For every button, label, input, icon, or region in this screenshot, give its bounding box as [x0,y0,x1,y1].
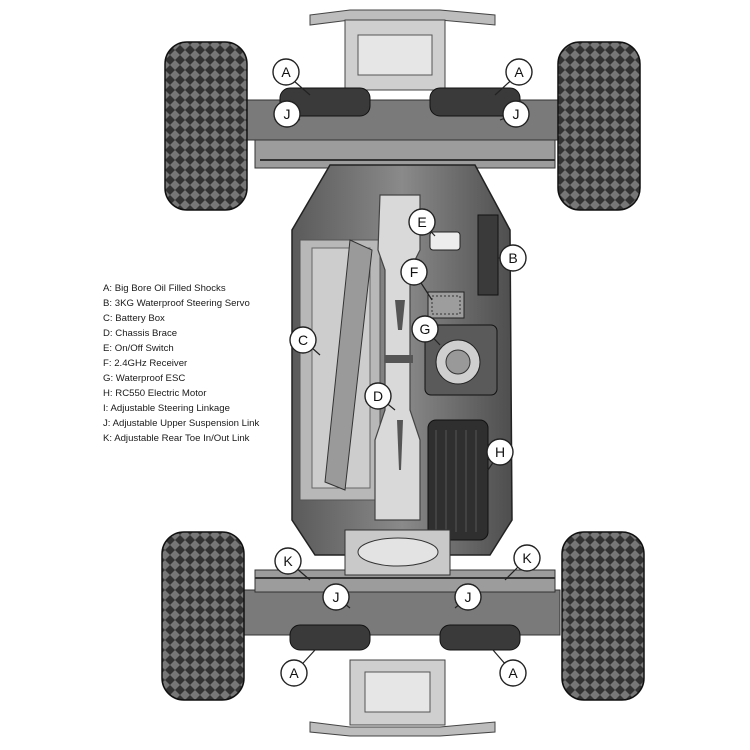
receiver [427,291,465,319]
callout-c: C [289,326,317,354]
svg-text:A: A [514,64,524,80]
callout-a-front-left: A [272,58,300,86]
tire-rear-left [161,531,245,701]
legend-item-j: J: Adjustable Upper Suspension Link [103,418,260,429]
svg-text:H: H [495,444,505,460]
legend-item-c: C: Battery Box [103,313,165,324]
svg-text:D: D [373,388,383,404]
callout-j-rear-left: J [322,583,350,611]
legend-item-e: E: On/Off Switch [103,343,174,354]
callout-h: H [486,438,514,466]
rear-suspension [239,569,561,651]
parts-legend: A: Big Bore Oil Filled Shocks B: 3KG Wat… [103,281,259,446]
svg-text:F: F [410,264,419,280]
callout-j-front-left: J [273,100,301,128]
legend-item-k: K: Adjustable Rear Toe In/Out Link [103,433,250,444]
front-suspension [239,87,561,169]
tire-front-left [164,41,248,211]
callout-k-rear-left: K [274,547,302,575]
callout-b: B [499,244,527,272]
legend-item-d: D: Chassis Brace [103,328,178,339]
rear-gearbox [344,529,451,576]
svg-text:E: E [417,214,426,230]
callout-g: G [411,315,439,343]
svg-text:K: K [283,553,293,569]
callout-f: F [400,258,428,286]
rear-bumper [309,659,496,737]
svg-text:A: A [281,64,291,80]
svg-text:K: K [522,550,532,566]
legend-item-i: I: Adjustable Steering Linkage [103,403,230,414]
svg-text:B: B [508,250,517,266]
callout-a-front-right: A [505,58,533,86]
callout-k-rear-right: K [513,544,541,572]
esc [424,324,498,396]
tire-rear-right [561,531,645,701]
svg-text:J: J [333,589,340,605]
tire-front-right [557,41,641,211]
callout-d: D [364,382,392,410]
svg-text:A: A [508,665,518,681]
front-bumper [309,9,496,91]
callout-a-rear-left: A [280,659,308,687]
callout-j-rear-right: J [454,583,482,611]
callout-e: E [408,208,436,236]
callout-a-rear-right: A [499,659,527,687]
battery-strap [324,239,373,491]
legend-item-a: A: Big Bore Oil Filled Shocks [103,283,226,294]
legend-item-f: F: 2.4GHz Receiver [103,358,188,369]
svg-text:A: A [289,665,299,681]
callout-j-front-right: J [502,100,530,128]
legend-item-b: B: 3KG Waterproof Steering Servo [103,298,250,309]
legend-item-h: H: RC550 Electric Motor [103,388,207,399]
svg-text:J: J [465,589,472,605]
svg-text:J: J [284,106,291,122]
svg-text:G: G [420,321,431,337]
on-off-switch [429,231,461,251]
svg-text:J: J [513,106,520,122]
legend-item-g: G: Waterproof ESC [103,373,186,384]
motor [427,419,489,541]
servo [477,214,499,296]
svg-text:C: C [298,332,308,348]
